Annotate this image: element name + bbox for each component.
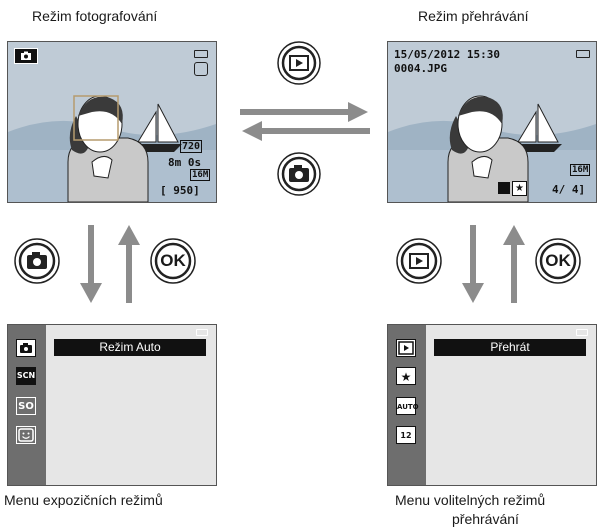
favorite-star-icon: ★ bbox=[512, 181, 527, 196]
playback-menu-button[interactable] bbox=[396, 238, 442, 284]
shooting-mode-button[interactable] bbox=[277, 152, 321, 196]
vibration-reduction-icon bbox=[194, 62, 208, 76]
playback-button[interactable] bbox=[277, 41, 321, 85]
menu-item-favorites-icon[interactable]: ★ bbox=[396, 367, 416, 385]
menu-item-auto-icon[interactable] bbox=[16, 339, 36, 357]
battery-icon bbox=[576, 50, 590, 58]
ok-button-label: OK bbox=[160, 251, 186, 270]
shooting-menu-caption: Menu expozičních režimů bbox=[4, 492, 163, 508]
playback-menu-caption-line1: Menu volitelných režimů bbox=[395, 492, 546, 508]
arrow-down-to-shooting-menu bbox=[80, 225, 102, 303]
shooting-mode-menu: SCN SO Režim Auto bbox=[7, 324, 217, 486]
shooting-scene-illustration bbox=[8, 42, 216, 202]
ok-button-left[interactable]: OK bbox=[150, 238, 196, 284]
menu-item-scene-icon[interactable]: SCN bbox=[16, 367, 36, 385]
shooting-mode-caption: Režim fotografování bbox=[32, 8, 158, 24]
menu-item-play-icon[interactable] bbox=[396, 339, 416, 357]
arrow-to-playback bbox=[240, 102, 368, 122]
arrow-to-shooting bbox=[242, 121, 370, 141]
ok-button-label: OK bbox=[545, 251, 571, 270]
shooting-menu-button[interactable] bbox=[14, 238, 60, 284]
playback-filename: 0004.JPG bbox=[394, 62, 447, 75]
menu-item-auto-sort-icon[interactable]: AUTO bbox=[396, 397, 419, 415]
arrow-up-from-playback-menu bbox=[503, 225, 525, 303]
playback-menu-caption-line2: přehrávání bbox=[452, 511, 519, 527]
playback-mode-menu: ★ AUTO 12 Přehrát bbox=[387, 324, 597, 486]
battery-icon bbox=[196, 329, 208, 336]
arrow-up-from-shooting-menu bbox=[118, 225, 140, 303]
battery-icon bbox=[194, 50, 208, 58]
frame-counter: 4/ 4] bbox=[552, 183, 586, 196]
shots-remaining: [ 950] bbox=[160, 184, 200, 197]
arrow-down-to-playback-menu bbox=[462, 225, 484, 303]
protect-icon bbox=[498, 182, 510, 194]
playback-mode-screen: 15/05/2012 15:30 0004.JPG ★ 16M 4/ 4] bbox=[387, 41, 597, 203]
menu-selected-label: Přehrát bbox=[434, 339, 586, 356]
movie-quality-value: 720 bbox=[182, 141, 201, 152]
camera-mode-icon bbox=[14, 48, 38, 64]
movie-quality-indicator: 720 bbox=[180, 140, 203, 153]
shooting-mode-screen: 720 8m 0s 16M [ 950] bbox=[7, 41, 217, 203]
menu-item-list-by-date-icon[interactable]: 12 bbox=[396, 426, 416, 444]
playback-datetime: 15/05/2012 15:30 bbox=[394, 48, 500, 61]
image-size-indicator: 16M bbox=[190, 169, 211, 181]
menu-item-smile-icon[interactable] bbox=[16, 426, 36, 444]
menu-item-smart-portrait-icon[interactable]: SO bbox=[16, 397, 36, 415]
menu-selected-label: Režim Auto bbox=[54, 339, 206, 356]
battery-icon bbox=[576, 329, 588, 336]
playback-mode-caption: Režim přehrávání bbox=[418, 8, 529, 24]
playback-image-size: 16M bbox=[570, 164, 591, 176]
movie-time-remaining: 8m 0s bbox=[168, 156, 202, 169]
ok-button-right[interactable]: OK bbox=[535, 238, 581, 284]
